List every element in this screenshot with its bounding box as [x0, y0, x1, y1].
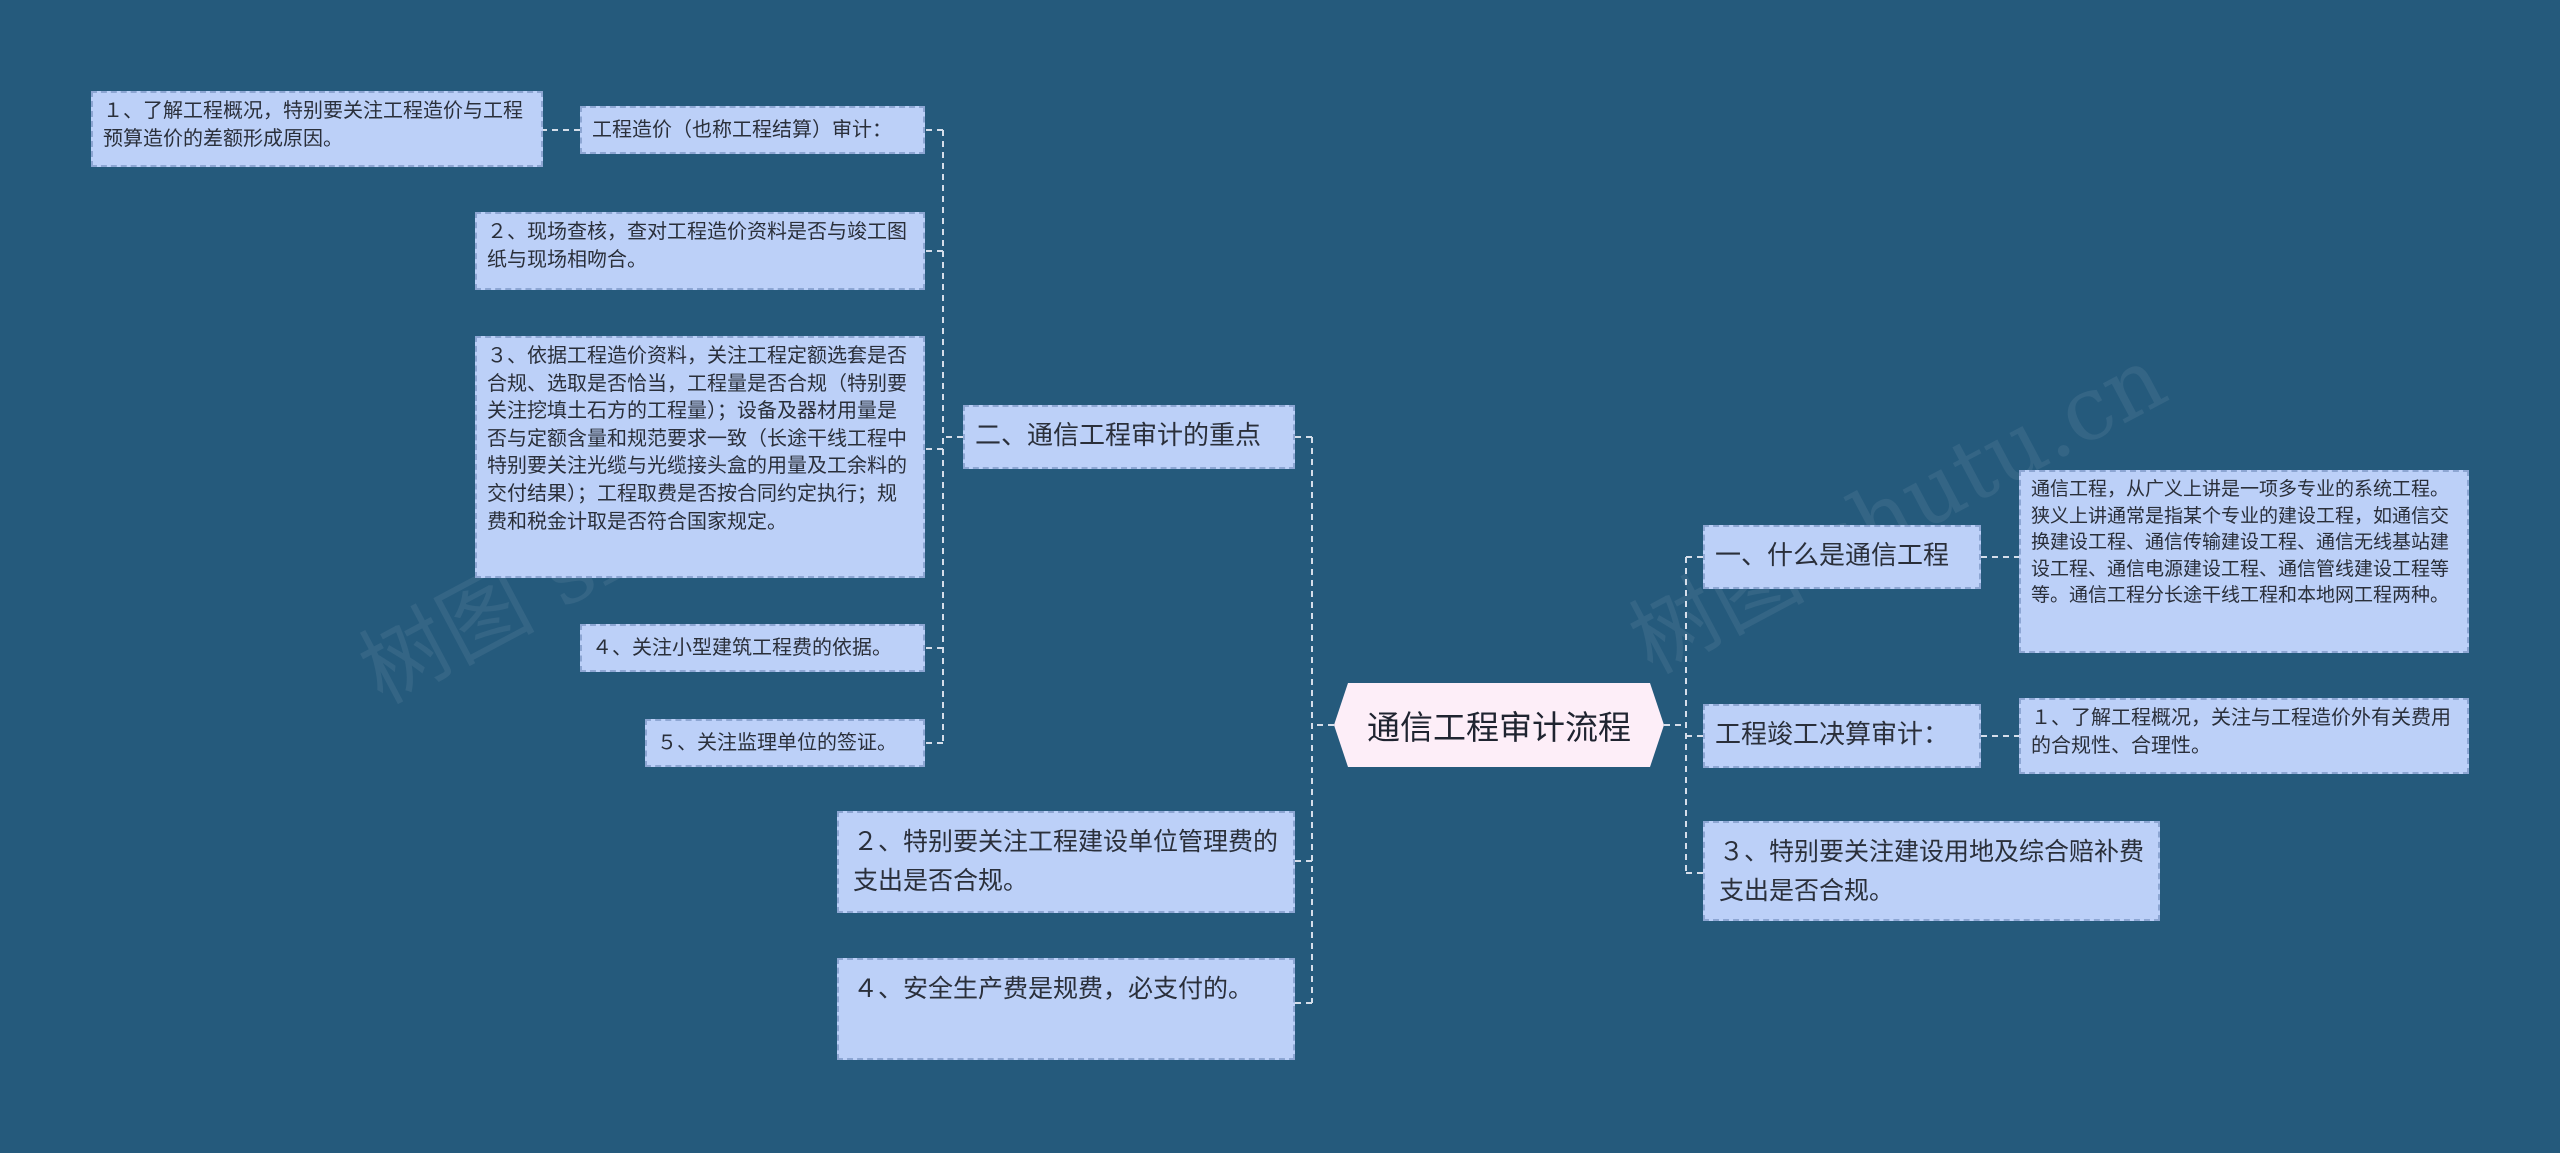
safety-fee-node[interactable]: ４、安全生产费是规费，必支付的。: [837, 958, 1295, 1060]
cost-audit-item1-node[interactable]: １、了解工程概况，特别要关注工程造价与工程预算造价的差额形成原因。: [91, 91, 543, 167]
final-account-audit-node[interactable]: 工程竣工决算审计：: [1703, 704, 1981, 768]
central-topic-label: 通信工程审计流程: [1367, 708, 1631, 747]
focus-item4-label: ４、关注小型建筑工程费的依据。: [592, 635, 892, 660]
cost-audit-item1-label: １、了解工程概况，特别要关注工程造价与工程预算造价的差额形成原因。: [103, 98, 523, 150]
what-is-telecom-detail-label: 通信工程，从广义上讲是一项多专业的系统工程。狭义上讲通常是指某个专业的建设工程，…: [2031, 478, 2450, 607]
what-is-telecom-detail-node[interactable]: 通信工程，从广义上讲是一项多专业的系统工程。狭义上讲通常是指某个专业的建设工程，…: [2019, 470, 2469, 653]
central-topic[interactable]: 通信工程审计流程: [1334, 683, 1664, 767]
focus-item3-node[interactable]: ３、依据工程造价资料，关注工程定额选套是否合规、选取是否恰当，工程量是否合规（特…: [475, 336, 925, 578]
land-fee-label: ３、特别要关注建设用地及综合赔补费支出是否合规。: [1719, 837, 2145, 905]
final-account-audit-label: 工程竣工决算审计：: [1715, 720, 1950, 751]
cost-audit-node[interactable]: 工程造价（也称工程结算）审计：: [580, 106, 925, 154]
safety-fee-label: ４、安全生产费是规费，必支付的。: [853, 974, 1254, 1003]
land-fee-node[interactable]: ３、特别要关注建设用地及综合赔补费支出是否合规。: [1703, 821, 2160, 921]
focus-item5-node[interactable]: ５、关注监理单位的签证。: [645, 719, 925, 767]
focus-item4-node[interactable]: ４、关注小型建筑工程费的依据。: [580, 624, 925, 672]
cost-audit-label: 工程造价（也称工程结算）审计：: [592, 117, 892, 142]
focus-item2-node[interactable]: ２、现场查核，查对工程造价资料是否与竣工图纸与现场相吻合。: [475, 212, 925, 290]
what-is-telecom-node[interactable]: 一、什么是通信工程: [1703, 525, 1981, 589]
focus-item3-label: ３、依据工程造价资料，关注工程定额选套是否合规、选取是否恰当，工程量是否合规（特…: [487, 343, 907, 533]
what-is-telecom-label: 一、什么是通信工程: [1715, 541, 1950, 572]
mgmt-fee-label: ２、特别要关注工程建设单位管理费的支出是否合规。: [853, 827, 1279, 895]
focus-item5-label: ５、关注监理单位的签证。: [657, 730, 897, 755]
mgmt-fee-node[interactable]: ２、特别要关注工程建设单位管理费的支出是否合规。: [837, 811, 1295, 913]
final-account-item1-node[interactable]: １、了解工程概况，关注与工程造价外有关费用的合规性、合理性。: [2019, 698, 2469, 774]
audit-focus-node[interactable]: 二、通信工程审计的重点: [963, 405, 1295, 469]
audit-focus-label: 二、通信工程审计的重点: [975, 421, 1262, 452]
final-account-item1-label: １、了解工程概况，关注与工程造价外有关费用的合规性、合理性。: [2031, 705, 2451, 757]
focus-item2-label: ２、现场查核，查对工程造价资料是否与竣工图纸与现场相吻合。: [487, 219, 907, 271]
